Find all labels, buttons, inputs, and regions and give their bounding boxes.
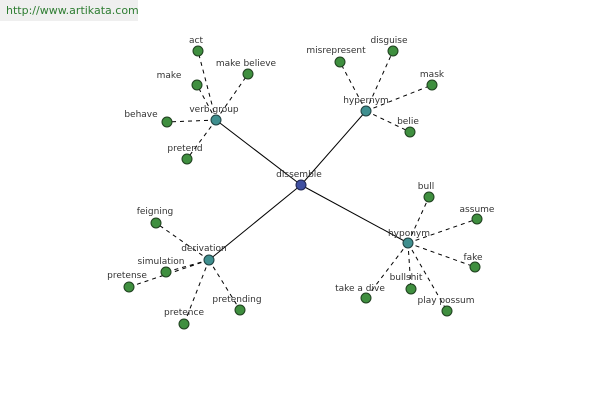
node-mask[interactable] xyxy=(426,79,438,91)
node-play-possum[interactable] xyxy=(441,305,453,317)
label-disguise[interactable]: disguise xyxy=(370,36,408,46)
edge-dissemble-hypernym xyxy=(300,110,367,186)
node-assume[interactable] xyxy=(471,213,483,225)
edge-verb-group-make-believe xyxy=(215,73,249,121)
edge-hyponym-fake xyxy=(407,242,476,268)
graph-edges xyxy=(128,50,478,325)
label-belie[interactable]: belie xyxy=(397,117,419,127)
node-belie[interactable] xyxy=(404,126,416,138)
node-pretence[interactable] xyxy=(178,318,190,330)
node-hyponym[interactable] xyxy=(402,237,414,249)
edge-hypernym-disguise xyxy=(365,50,394,112)
label-take-a-dive[interactable]: take a dive xyxy=(335,284,385,294)
label-pretense[interactable]: pretense xyxy=(107,271,147,281)
label-assume[interactable]: assume xyxy=(460,205,495,215)
node-bull[interactable] xyxy=(423,191,435,203)
node-disguise[interactable] xyxy=(387,45,399,57)
label-hyponym[interactable]: hyponym xyxy=(388,229,430,239)
node-act[interactable] xyxy=(192,45,204,57)
node-bullshit[interactable] xyxy=(405,283,417,295)
graph-labels: act make believe make behave pretend verb gro… xyxy=(107,36,495,318)
label-bullshit[interactable]: bullshit xyxy=(390,273,423,283)
node-fake[interactable] xyxy=(469,261,481,273)
edge-derivation-pretending xyxy=(208,259,241,311)
label-bull[interactable]: bull xyxy=(418,182,434,192)
source-url-banner[interactable]: http://www.artikata.com xyxy=(0,0,139,21)
label-act[interactable]: act xyxy=(189,36,203,46)
edge-hyponym-take-a-dive xyxy=(365,242,409,299)
edge-hyponym-bull xyxy=(407,196,430,244)
edge-dissemble-derivation xyxy=(208,184,302,261)
label-mask[interactable]: mask xyxy=(420,70,445,80)
node-feigning[interactable] xyxy=(150,217,162,229)
label-pretence[interactable]: pretence xyxy=(164,308,204,318)
label-behave[interactable]: behave xyxy=(124,110,158,120)
node-pretense[interactable] xyxy=(123,281,135,293)
label-play-possum[interactable]: play possum xyxy=(418,296,475,306)
node-hypernym[interactable] xyxy=(360,105,372,117)
edge-dissemble-hyponym xyxy=(300,184,409,244)
label-fake[interactable]: fake xyxy=(463,253,483,263)
label-derivation[interactable]: derivation xyxy=(181,244,227,254)
node-dissemble[interactable] xyxy=(295,179,307,191)
node-misrepresent[interactable] xyxy=(334,56,346,68)
edge-verb-group-act xyxy=(197,50,217,121)
label-hypernym[interactable]: hypernym xyxy=(343,96,389,106)
edge-verb-group-make xyxy=(196,84,217,121)
edge-derivation-pretence xyxy=(183,259,210,325)
node-simulation[interactable] xyxy=(160,266,172,278)
node-verb-group[interactable] xyxy=(210,114,222,126)
node-make-believe[interactable] xyxy=(242,68,254,80)
node-pretend[interactable] xyxy=(181,153,193,165)
label-simulation[interactable]: simulation xyxy=(138,257,185,267)
label-make-believe[interactable]: make believe xyxy=(216,59,277,69)
node-behave[interactable] xyxy=(161,116,173,128)
label-verb-group[interactable]: verb group xyxy=(189,105,239,115)
edge-derivation-feigning xyxy=(155,222,210,261)
node-derivation[interactable] xyxy=(203,254,215,266)
edge-verb-group-behave xyxy=(166,119,217,123)
edge-verb-group-pretend xyxy=(186,119,217,160)
node-pretending[interactable] xyxy=(234,304,246,316)
label-dissemble[interactable]: dissemble xyxy=(276,170,322,180)
graph-nodes xyxy=(123,45,483,330)
edge-hyponym-play-possum xyxy=(407,242,448,312)
node-take-a-dive[interactable] xyxy=(360,292,372,304)
label-pretending[interactable]: pretending xyxy=(212,295,261,305)
label-make[interactable]: make xyxy=(157,71,182,81)
edge-hypernym-mask xyxy=(365,84,433,112)
node-make[interactable] xyxy=(191,79,203,91)
edge-dissemble-verb-group xyxy=(215,119,302,186)
label-feigning[interactable]: feigning xyxy=(137,207,174,217)
edge-hypernym-belie xyxy=(365,110,411,133)
edge-hypernym-misrepresent xyxy=(339,61,367,112)
label-misrepresent[interactable]: misrepresent xyxy=(306,46,366,56)
label-pretend[interactable]: pretend xyxy=(167,144,202,154)
